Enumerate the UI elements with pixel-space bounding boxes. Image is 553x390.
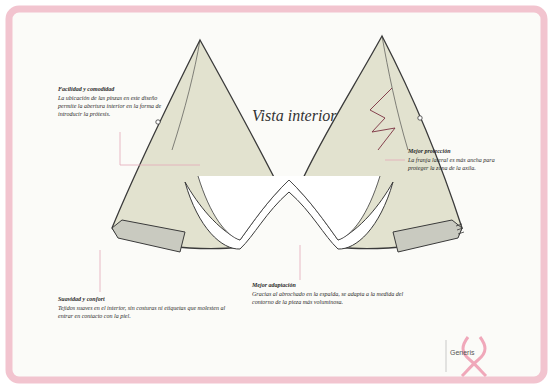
brand-logo: Generis — [450, 348, 475, 357]
callout-text: Gracias al abrochado en la espalda, se a… — [252, 291, 412, 307]
callout-text: Tejidos suaves en el interior, sin costu… — [58, 305, 228, 321]
callout-heading: Facilidad y comodidad — [58, 86, 176, 94]
callout-heading: Mejor adaptación — [252, 282, 412, 290]
callout-text: La ubicación de las pinzas en este diseñ… — [58, 95, 176, 118]
callout-text: La franja lateral es más ancha para prot… — [408, 157, 516, 173]
callout-heading: Suavidad y confort — [58, 296, 228, 304]
callout-heading: Mejor protección — [408, 148, 516, 156]
diagram-title: Vista interior — [252, 106, 337, 127]
